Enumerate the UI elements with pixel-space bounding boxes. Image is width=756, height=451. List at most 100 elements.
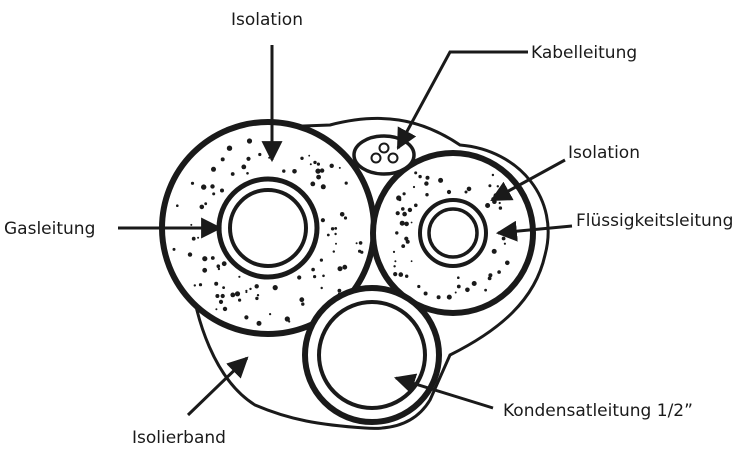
- insulation-dot: [246, 172, 249, 175]
- insulation-dot: [299, 297, 305, 303]
- insulation-dot: [410, 260, 413, 263]
- cable-conduit: [352, 134, 416, 176]
- insulation-dot: [202, 231, 206, 235]
- insulation-dot: [342, 264, 348, 270]
- insulation-dot: [501, 236, 506, 241]
- insulation-dot: [446, 294, 452, 300]
- insulation-dot: [190, 223, 193, 226]
- insulation-dot: [407, 207, 413, 213]
- insulation-dot: [398, 272, 404, 277]
- insulation-dot: [319, 168, 325, 173]
- insulation-dot: [255, 296, 259, 301]
- insulation-dot: [396, 195, 402, 201]
- insulation-dot: [226, 145, 233, 151]
- insulation-dot: [394, 260, 397, 263]
- kondensatleitung-arrow: [393, 373, 494, 410]
- insulation-dot: [405, 274, 409, 278]
- insulation-dot: [214, 281, 219, 286]
- condensate-line-assembly: [302, 285, 442, 425]
- insulation-dot: [319, 258, 323, 262]
- insulation-dot: [358, 249, 362, 253]
- insulation-dot: [392, 250, 396, 253]
- insulation-dot: [187, 252, 193, 257]
- insulation-dot: [244, 315, 249, 320]
- insulation-dot: [320, 184, 326, 190]
- isolierband-arrow: [186, 356, 249, 417]
- insulation-dot: [417, 284, 421, 289]
- insulation-dot: [256, 294, 260, 297]
- insulation-dot: [498, 206, 503, 210]
- insulation-dot: [191, 236, 196, 241]
- insulation-dot: [198, 283, 203, 287]
- label-gasleitung: Gasleitung: [4, 219, 95, 239]
- insulation-dot: [272, 285, 278, 291]
- insulation-dot: [320, 218, 325, 223]
- insulation-dot: [216, 264, 221, 269]
- insulation-dot: [268, 156, 271, 159]
- insulation-dot: [197, 236, 200, 239]
- insulation-dot: [330, 227, 335, 231]
- insulation-dot: [401, 207, 405, 211]
- insulation-dot: [249, 287, 252, 291]
- insulation-dot: [215, 294, 220, 298]
- insulation-dot: [424, 181, 429, 186]
- insulation-dot: [344, 181, 348, 185]
- label-isolierband: Isolierband: [132, 428, 226, 448]
- insulation-dot: [402, 192, 406, 196]
- cable-wire-1: [378, 142, 390, 154]
- insulation-dot: [320, 286, 323, 290]
- insulation-dot: [309, 163, 312, 166]
- insulation-dot: [202, 256, 208, 262]
- insulation-dot: [505, 260, 510, 266]
- insulation-dot: [484, 288, 487, 292]
- insulation-dot: [393, 265, 396, 268]
- insulation-dot: [241, 164, 247, 170]
- insulation-dot: [503, 242, 506, 245]
- insulation-dot: [238, 298, 242, 302]
- label-kabelleitung: Kabelleitung: [531, 43, 637, 63]
- insulation-dot: [485, 203, 491, 208]
- insulation-dot: [466, 186, 472, 192]
- label-isolation-right: Isolation: [568, 143, 640, 163]
- insulation-dot: [246, 156, 251, 161]
- insulation-dot: [329, 163, 334, 168]
- insulation-dot: [311, 267, 315, 272]
- label-fluessigkeitsleitung: Flüssigkeitsleitung: [576, 211, 733, 231]
- insulation-dot: [337, 288, 342, 293]
- insulation-dot: [316, 174, 321, 180]
- insulation-dot: [234, 291, 241, 297]
- insulation-dot: [410, 221, 413, 224]
- insulation-dot: [401, 222, 405, 225]
- insulation-dot: [457, 276, 460, 280]
- insulation-dot: [176, 204, 179, 207]
- insulation-dot: [405, 239, 410, 244]
- insulation-dot: [425, 193, 429, 197]
- insulation-dot: [254, 284, 259, 289]
- insulation-dot: [315, 168, 321, 174]
- insulation-dot: [202, 267, 208, 273]
- insulation-dot: [288, 320, 291, 323]
- liquid-line-pipe-inner: [427, 207, 479, 259]
- insulation-dot: [292, 169, 297, 174]
- insulation-dot: [488, 273, 493, 278]
- label-kondensatleitung: Kondensatleitung 1/2”: [503, 401, 693, 421]
- insulation-dot: [313, 160, 317, 165]
- insulation-dot: [471, 281, 477, 286]
- cable-conduit-sheath: [352, 134, 416, 176]
- insulation-dot: [316, 162, 320, 166]
- cable-wire-3: [387, 152, 399, 164]
- insulation-dot: [220, 293, 225, 299]
- insulation-dot: [326, 233, 330, 237]
- insulation-dot: [332, 250, 335, 253]
- insulation-dot: [402, 211, 407, 217]
- insulation-dot: [258, 152, 262, 157]
- kabelleitung-arrow: [396, 50, 528, 150]
- insulation-dot: [211, 166, 216, 172]
- insulation-dot: [220, 157, 225, 162]
- insulation-dot: [310, 181, 316, 187]
- insulation-dot: [221, 261, 227, 267]
- insulation-dot: [212, 192, 216, 196]
- insulation-dot: [335, 242, 337, 245]
- insulation-dot: [412, 185, 416, 189]
